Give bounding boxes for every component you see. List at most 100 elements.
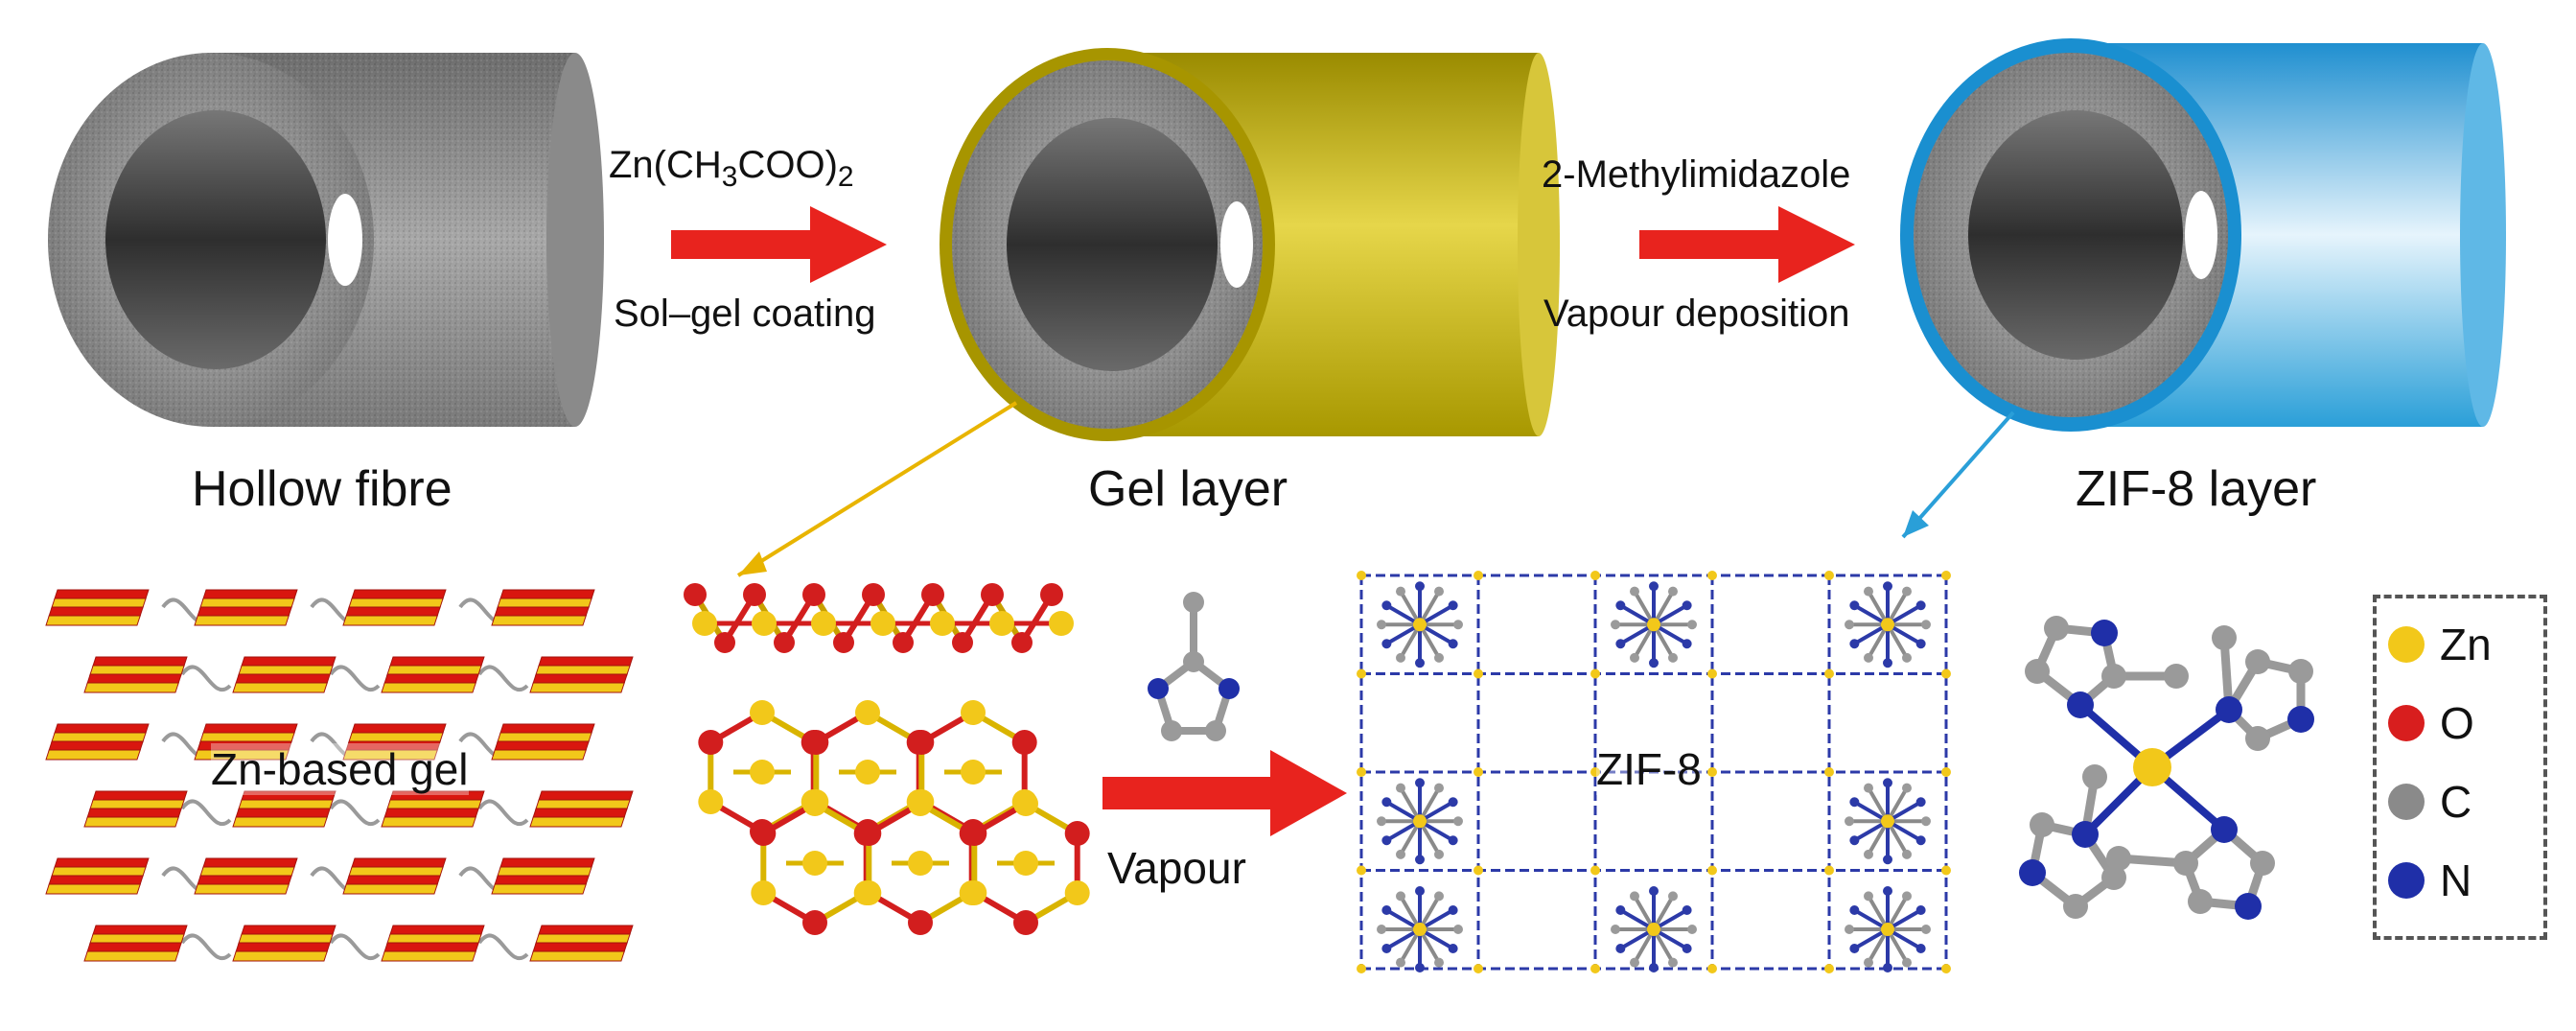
zinc-atom	[908, 851, 933, 876]
zinc-atom	[1941, 669, 1951, 679]
oxygen-atom	[1065, 821, 1090, 846]
zinc-atom	[802, 791, 827, 816]
gel-sheet	[382, 817, 476, 827]
zinc-atom	[1647, 618, 1660, 631]
carbon-atom	[1921, 816, 1931, 826]
gel-sheet	[343, 616, 437, 625]
gel-sheet-stack	[233, 657, 336, 692]
nitrogen-atom	[1415, 855, 1425, 864]
nitrogen-atom	[1449, 835, 1458, 845]
gel-sheet	[46, 884, 140, 894]
zinc-atom	[855, 700, 880, 725]
legend-dot-n	[2388, 862, 2425, 899]
oxygen-atom	[1011, 632, 1033, 653]
oxygen-atom	[1040, 583, 1063, 606]
carbon-atom	[1902, 653, 1912, 663]
gel-sheet	[233, 683, 327, 692]
gel-linker	[331, 801, 379, 824]
carbon-atom	[1453, 620, 1463, 629]
carbon-atom	[1396, 850, 1405, 859]
carbon-atom	[1864, 653, 1873, 663]
zinc-atom	[908, 791, 933, 816]
gel-sheet	[84, 817, 178, 827]
oxygen-atom	[921, 583, 944, 606]
nitrogen-atom	[1415, 581, 1425, 591]
nitrogen-atom	[1415, 886, 1425, 896]
zinc-atom	[1357, 866, 1366, 876]
arrow-vapour	[1102, 750, 1347, 836]
zinc-atom	[1941, 866, 1951, 876]
oxygen-atom	[862, 583, 885, 606]
zno-side-view	[684, 583, 1074, 653]
gel-sheet-stack	[530, 791, 633, 827]
gel-linker	[479, 935, 527, 958]
legend: Zn O C N	[2373, 595, 2547, 940]
gel-sheet	[492, 884, 586, 894]
gel-sheet-stack	[233, 791, 336, 827]
zif8-cage	[1845, 581, 1931, 668]
nitrogen-atom	[1381, 797, 1391, 807]
legend-label-n: N	[2440, 855, 2472, 906]
nitrogen-atom	[1683, 944, 1692, 953]
zinc-atom	[1707, 767, 1717, 777]
carbon-atom	[1396, 587, 1405, 597]
nitrogen-atom	[1683, 600, 1692, 610]
zinc-atom	[856, 880, 881, 905]
carbon-atom	[1845, 925, 1854, 934]
nitrogen-atom	[1615, 905, 1625, 915]
gel-sheet-stack	[46, 858, 149, 894]
nitrogen-atom	[1683, 639, 1692, 648]
gel-sheet-stack	[382, 926, 484, 961]
carbon-atom	[1902, 958, 1912, 968]
legend-item-n: N	[2388, 852, 2472, 909]
gel-sheet	[492, 616, 586, 625]
carbon-atom	[1396, 784, 1405, 793]
gel-sheet-stack	[84, 657, 187, 692]
zinc-atom	[1049, 611, 1074, 636]
carbon-atom	[1921, 620, 1931, 629]
zinc-atom	[751, 880, 776, 905]
zinc-atom	[870, 611, 895, 636]
zinc-atom	[1824, 964, 1834, 973]
zinc-atom	[750, 760, 775, 785]
oxygen-atom	[714, 632, 735, 653]
nitrogen-atom	[1449, 905, 1458, 915]
zinc-atom	[1707, 669, 1717, 679]
nitrogen-atom	[1415, 963, 1425, 972]
carbon-atom	[1434, 958, 1444, 968]
gel-linker	[182, 935, 230, 958]
gel-sheet-stack	[46, 590, 149, 625]
carbon-atom	[1453, 925, 1463, 934]
zinc-atom	[1474, 767, 1483, 777]
zinc-atom	[930, 611, 955, 636]
nitrogen-atom	[1649, 963, 1659, 972]
zinc-atom	[1357, 767, 1366, 777]
gel-sheet-stack	[530, 657, 633, 692]
zif8-layer-cylinder	[1900, 38, 2506, 432]
zinc-atom	[1357, 669, 1366, 679]
nitrogen-atom	[1449, 797, 1458, 807]
nitrogen-atom	[1381, 944, 1391, 953]
zinc-atom	[1941, 767, 1951, 777]
zinc-atom	[1590, 669, 1600, 679]
zinc-atom	[1707, 964, 1717, 973]
zinc-atom	[1824, 571, 1834, 580]
legend-label-o: O	[2440, 697, 2474, 749]
nitrogen-atom	[1449, 944, 1458, 953]
legend-dot-c	[2388, 784, 2425, 820]
gel-sheet-stack	[84, 926, 187, 961]
arrow-step1	[671, 206, 887, 283]
legend-item-o: O	[2388, 694, 2474, 752]
zif8-cage	[1845, 886, 1931, 972]
zinc-atom	[1941, 964, 1951, 973]
legend-label-zn: Zn	[2440, 619, 2492, 670]
nitrogen-atom	[1649, 581, 1659, 591]
carbon-atom	[1434, 653, 1444, 663]
zinc-atom	[1474, 571, 1483, 580]
carbon-atom	[1902, 784, 1912, 793]
carbon-atom	[1630, 958, 1639, 968]
nitrogen-atom	[1849, 600, 1859, 610]
gel-sheet	[382, 951, 476, 961]
carbon-atom	[1434, 587, 1444, 597]
gel-sheet	[84, 683, 178, 692]
